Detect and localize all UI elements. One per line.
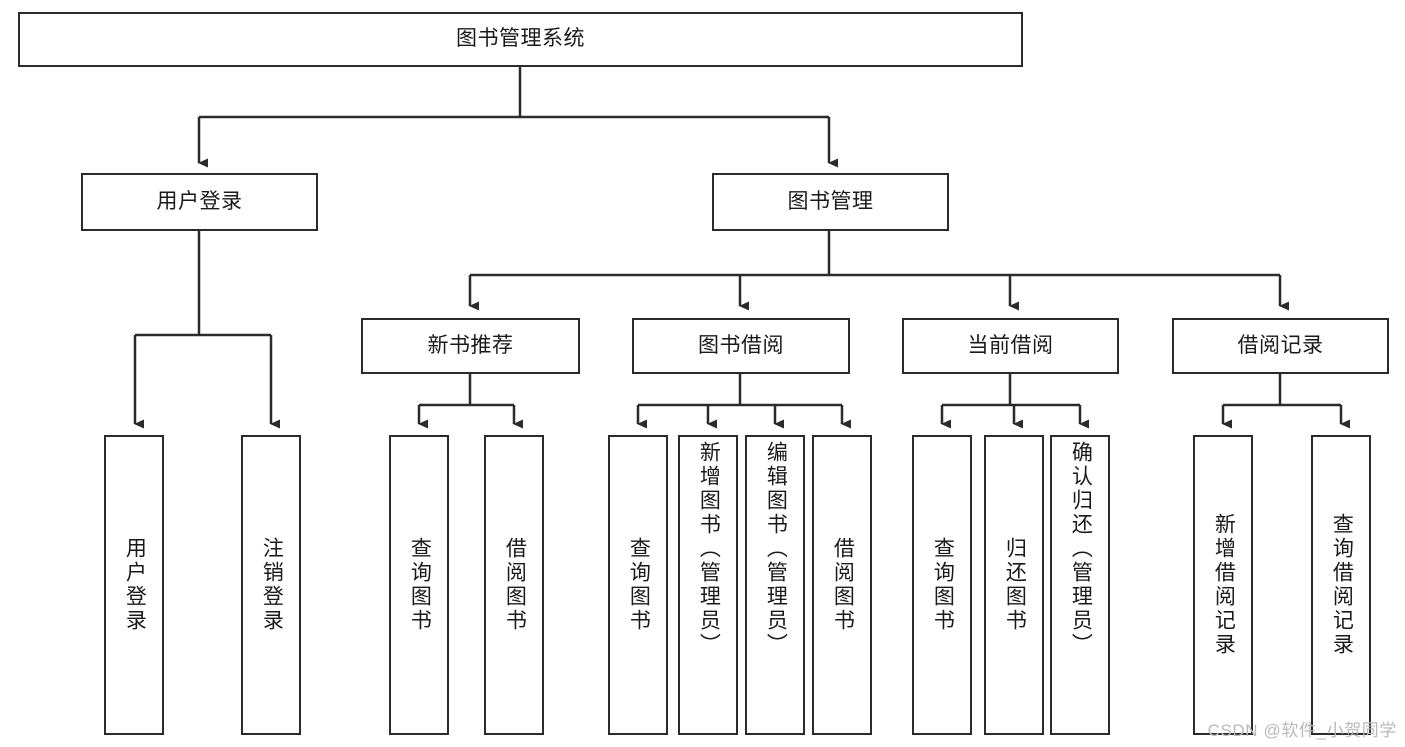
- node-new-book-recommend-label: 新书推荐: [427, 333, 514, 357]
- node-borrow-record[interactable]: 借阅记录: [1172, 318, 1389, 374]
- leaf-user-login-label: 用户登录: [123, 537, 147, 633]
- node-book-manage-label: 图书管理: [787, 189, 874, 213]
- leaf-logout-login[interactable]: 注销登录: [241, 435, 301, 735]
- leaf-br-query-record-label: 查询借阅记录: [1330, 513, 1354, 657]
- leaf-bb-query-book-label: 查询图书: [627, 537, 651, 633]
- leaf-bb-edit-book-label: 编辑图书（管理员）: [764, 441, 788, 657]
- leaf-bb-borrow-book-label: 借阅图书: [831, 537, 855, 633]
- leaf-cb-return-book-label: 归还图书: [1003, 537, 1027, 633]
- node-new-book-recommend[interactable]: 新书推荐: [361, 318, 580, 374]
- node-user-login[interactable]: 用户登录: [81, 173, 318, 231]
- node-root-system-label: 图书管理系统: [456, 27, 585, 51]
- node-book-borrow[interactable]: 图书借阅: [632, 318, 850, 374]
- leaf-bb-add-book-label: 新增图书（管理员）: [697, 441, 721, 657]
- leaf-nb-query-book[interactable]: 查询图书: [389, 435, 449, 735]
- csdn-watermark: CSDN @软件_小贺同学: [1207, 721, 1397, 740]
- node-current-borrow-label: 当前借阅: [967, 333, 1054, 357]
- leaf-cb-confirm-return[interactable]: 确认归还（管理员）: [1050, 435, 1110, 735]
- node-book-manage[interactable]: 图书管理: [712, 173, 949, 231]
- leaf-cb-query-book-label: 查询图书: [931, 537, 955, 633]
- node-user-login-label: 用户登录: [156, 189, 243, 213]
- leaf-user-login[interactable]: 用户登录: [104, 435, 164, 735]
- leaf-nb-borrow-book-label: 借阅图书: [503, 537, 527, 633]
- leaf-bb-add-book[interactable]: 新增图书（管理员）: [678, 435, 738, 735]
- leaf-cb-confirm-return-label: 确认归还（管理员）: [1069, 441, 1093, 657]
- leaf-br-add-record[interactable]: 新增借阅记录: [1193, 435, 1253, 735]
- leaf-bb-query-book[interactable]: 查询图书: [608, 435, 668, 735]
- node-book-borrow-label: 图书借阅: [698, 333, 784, 357]
- leaf-logout-login-label: 注销登录: [260, 537, 284, 633]
- node-current-borrow[interactable]: 当前借阅: [902, 318, 1119, 374]
- leaf-br-query-record[interactable]: 查询借阅记录: [1311, 435, 1371, 735]
- leaf-nb-query-book-label: 查询图书: [408, 537, 432, 633]
- leaf-bb-borrow-book[interactable]: 借阅图书: [812, 435, 872, 735]
- node-root-system[interactable]: 图书管理系统: [18, 12, 1023, 67]
- leaf-cb-query-book[interactable]: 查询图书: [912, 435, 972, 735]
- leaf-cb-return-book[interactable]: 归还图书: [984, 435, 1044, 735]
- leaf-bb-edit-book[interactable]: 编辑图书（管理员）: [745, 435, 805, 735]
- leaf-nb-borrow-book[interactable]: 借阅图书: [484, 435, 544, 735]
- node-borrow-record-label: 借阅记录: [1237, 333, 1324, 357]
- leaf-br-add-record-label: 新增借阅记录: [1212, 513, 1236, 657]
